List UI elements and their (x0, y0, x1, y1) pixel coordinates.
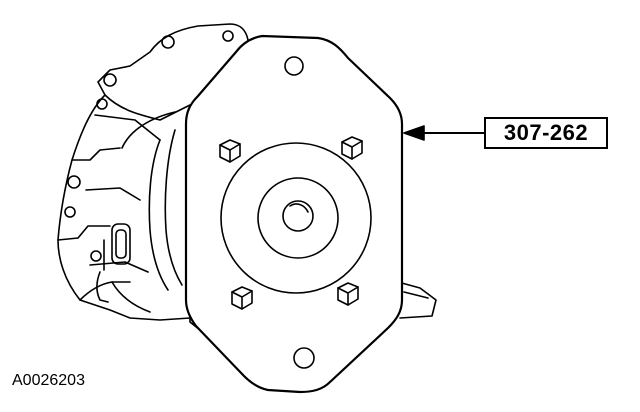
center-bore (282, 200, 314, 232)
tool-callout-label: 307-262 (484, 117, 608, 149)
bolt-lower-right-icon (337, 282, 359, 306)
hub-outer-ring (220, 142, 372, 294)
callout-leader-arrow (403, 125, 485, 141)
top-hole-icon (284, 56, 304, 76)
bolt-lower-left-icon (231, 286, 253, 310)
bottom-hole-icon (293, 347, 315, 369)
bolt-upper-left-icon (219, 139, 241, 163)
figure-id: A0026203 (12, 372, 85, 389)
hub-inner-ring (257, 177, 339, 259)
holding-fixture-plate (184, 34, 404, 394)
bolt-upper-right-icon (341, 136, 363, 160)
